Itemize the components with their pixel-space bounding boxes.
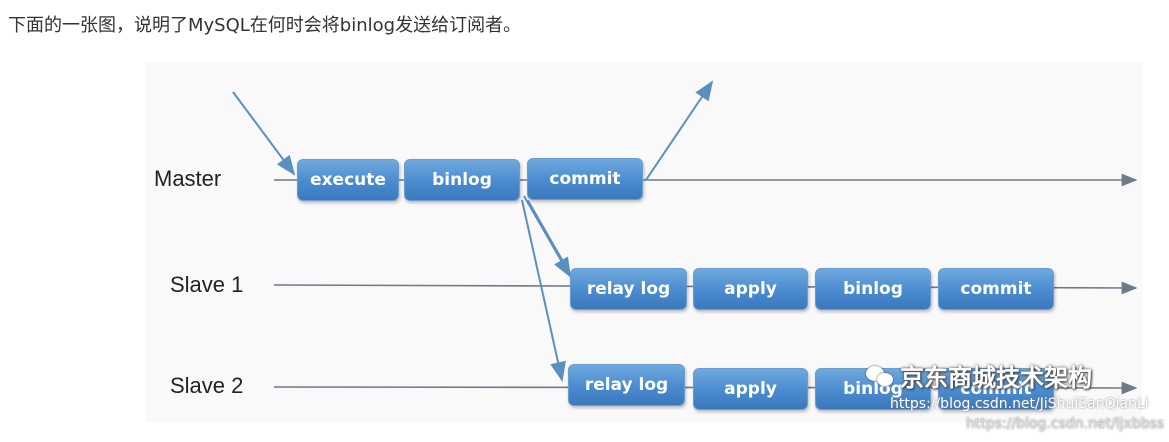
slave2-step-relay-log: relay log — [568, 364, 685, 406]
outgoing-arrow — [645, 80, 714, 181]
binlog-to-slave1-arrow-b — [527, 199, 575, 281]
slave1-step-commit: commit — [938, 268, 1054, 310]
incoming-arrow — [232, 91, 296, 176]
brand-watermark-text: 京东商城技术架构 — [900, 364, 1092, 392]
binlog-to-slave2-arrow — [521, 199, 566, 382]
master-step-execute: execute — [297, 159, 399, 201]
slave1-step-relay-log: relay log — [570, 268, 687, 310]
brand-watermark: 京东商城技术架构 — [866, 358, 1092, 393]
url-watermark-2: https://blog.csdn.net/ljxbbss — [966, 416, 1165, 432]
slave1-step-binlog: binlog — [815, 268, 931, 310]
slave1-step-apply: apply — [693, 268, 808, 310]
row-label-slave-2: Slave 2 — [170, 373, 244, 398]
wechat-icon — [866, 364, 894, 388]
row-label-master: Master — [154, 166, 222, 191]
intro-paragraph: 下面的一张图，说明了MySQL在何时会将binlog发送给订阅者。 — [8, 15, 522, 36]
mysql-binlog-diagram: Master Slave 1 Slave 2 execute binlog co… — [146, 62, 1149, 422]
binlog-to-slave1-arrow-a — [523, 195, 571, 278]
row-label-slave-1: Slave 1 — [170, 272, 244, 297]
url-watermark-1: https://blog.csdn.net/JiShuiSanQianLi — [890, 396, 1149, 412]
slave2-step-apply: apply — [693, 368, 808, 410]
slave2-step-commit: commit — [938, 368, 1054, 410]
master-step-commit: commit — [527, 158, 643, 200]
master-step-binlog: binlog — [404, 159, 520, 201]
